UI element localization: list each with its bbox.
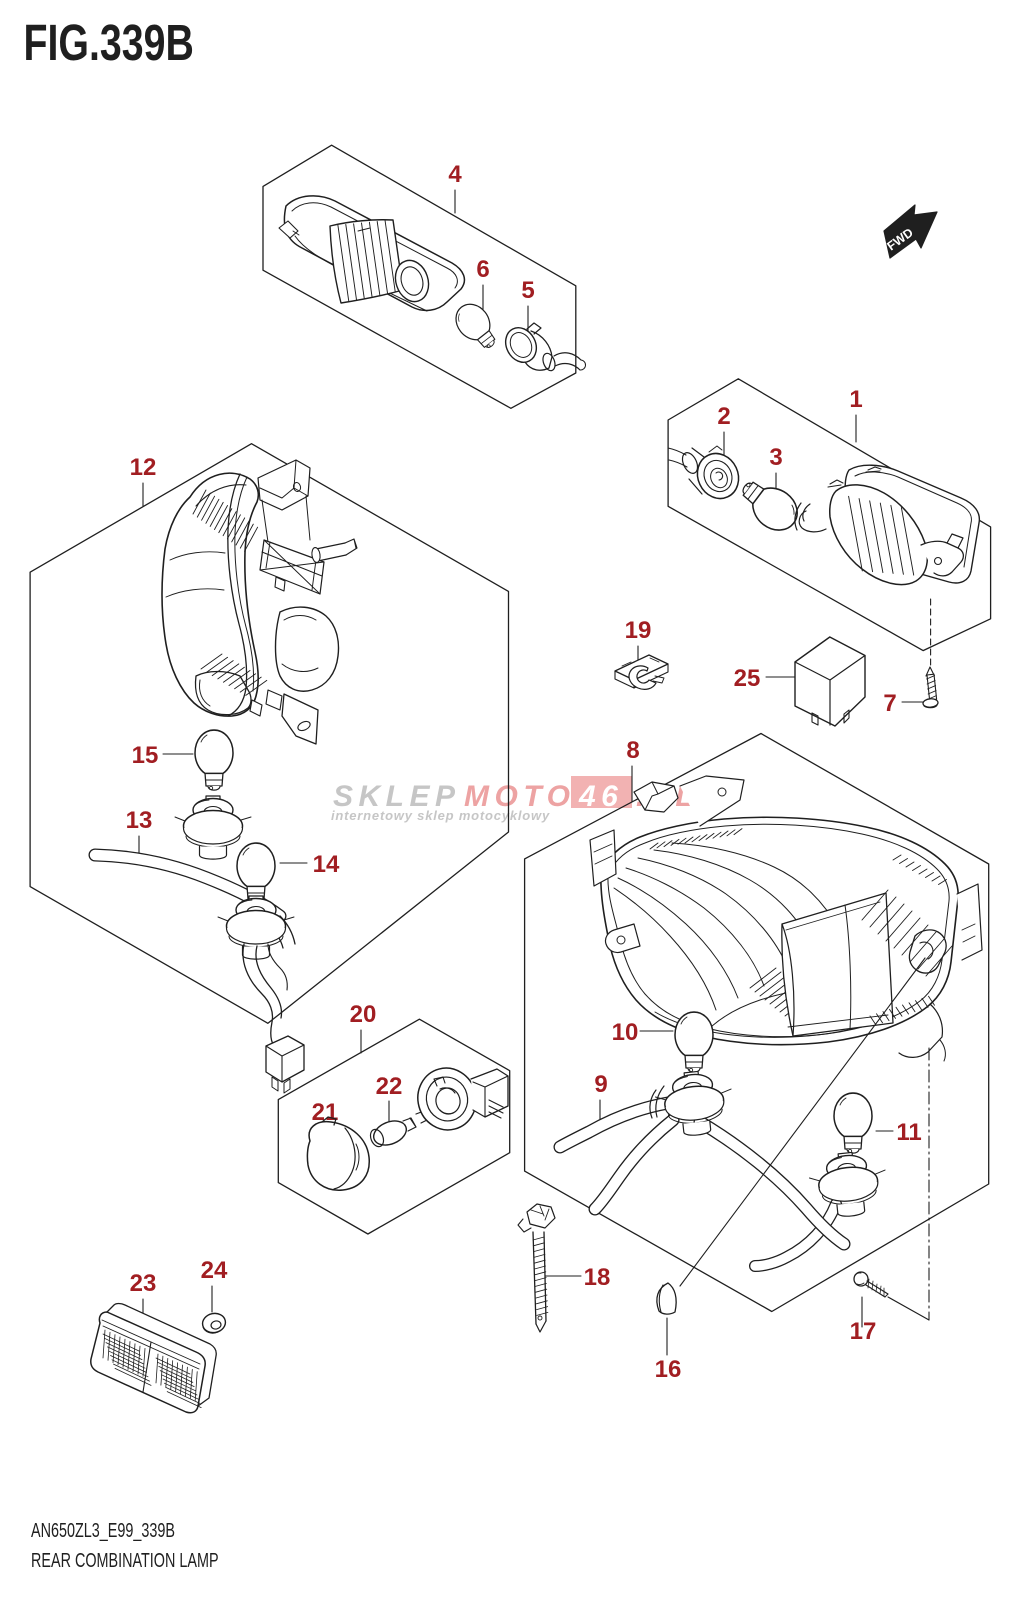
svg-text:23: 23 [130, 1270, 157, 1297]
svg-text:9: 9 [594, 1071, 607, 1098]
svg-text:20: 20 [350, 1001, 377, 1028]
svg-text:24: 24 [201, 1257, 228, 1284]
svg-text:18: 18 [584, 1264, 611, 1291]
svg-text:internetowy sklep motocyklowy: internetowy sklep motocyklowy [331, 808, 550, 823]
svg-text:15: 15 [132, 742, 159, 769]
svg-text:14: 14 [313, 851, 340, 878]
svg-text:2: 2 [717, 403, 730, 430]
svg-text:SKLEP: SKLEP [333, 780, 461, 813]
svg-text:4: 4 [448, 161, 462, 188]
svg-text:6: 6 [476, 256, 489, 283]
svg-text:13: 13 [126, 807, 153, 834]
svg-text:5: 5 [521, 277, 534, 304]
svg-text:8: 8 [626, 737, 639, 764]
svg-text:7: 7 [883, 690, 896, 717]
svg-text:22: 22 [376, 1073, 403, 1100]
svg-text:19: 19 [625, 617, 652, 644]
svg-text:25: 25 [734, 665, 761, 692]
svg-text:1: 1 [849, 386, 862, 413]
svg-text:FIG.339B: FIG.339B [24, 14, 194, 71]
svg-text:46: 46 [578, 780, 623, 813]
svg-text:MOTO: MOTO [464, 780, 575, 813]
svg-text:3: 3 [769, 444, 782, 471]
svg-text:17: 17 [850, 1318, 877, 1345]
svg-text:16: 16 [655, 1356, 682, 1383]
svg-text:12: 12 [130, 454, 157, 481]
svg-text:10: 10 [612, 1019, 639, 1046]
svg-text:AN650ZL3_E99_339B: AN650ZL3_E99_339B [31, 1519, 175, 1542]
svg-text:REAR COMBINATION LAMP: REAR COMBINATION LAMP [31, 1549, 219, 1572]
svg-text:11: 11 [896, 1119, 921, 1146]
